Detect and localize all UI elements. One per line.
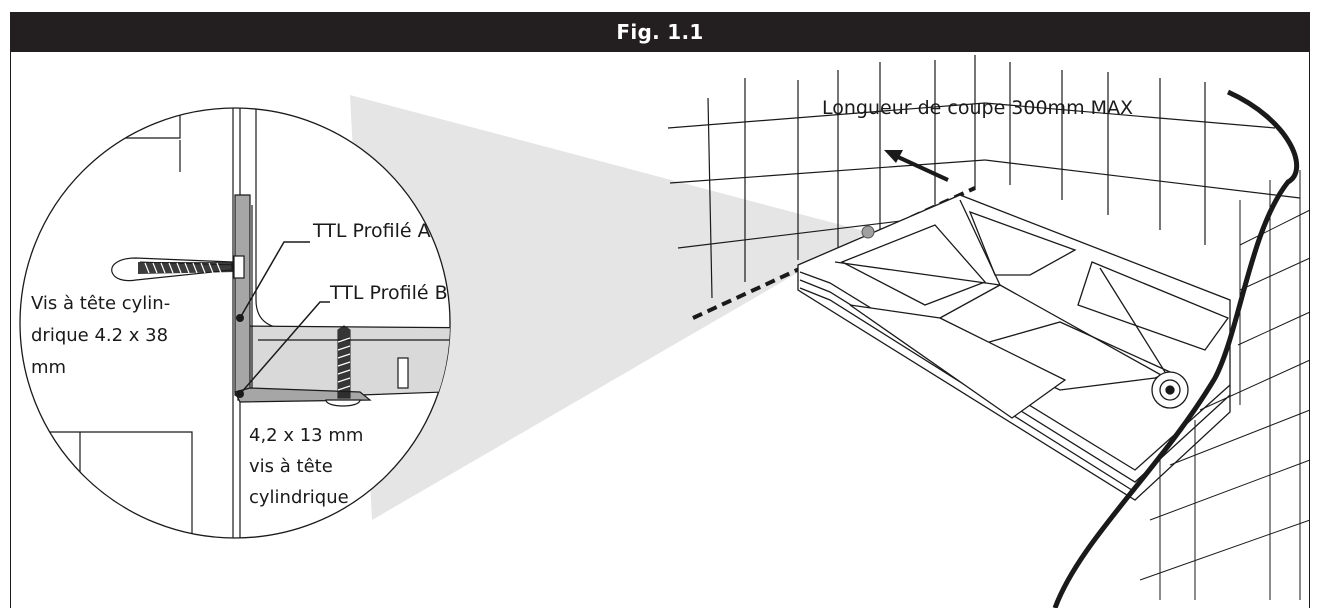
long-screw-label-line3: mm bbox=[31, 357, 67, 378]
short-screw-label-line1: 4,2 x 13 mm bbox=[249, 425, 364, 446]
cutaway-edge bbox=[1052, 89, 1300, 608]
shower-tray bbox=[797, 194, 1231, 501]
detail-drawing bbox=[20, 108, 450, 538]
profile-corner-marker bbox=[861, 225, 875, 239]
tile-wall bbox=[667, 55, 1301, 299]
figure-title: Fig. 1.1 bbox=[10, 12, 1310, 52]
callout-projection bbox=[350, 95, 868, 520]
profile-b-dot bbox=[236, 390, 244, 398]
short-screw-icon bbox=[325, 325, 361, 407]
figure-frame bbox=[10, 12, 1310, 608]
profile-leaders bbox=[239, 241, 330, 395]
long-screw-label-line2: drique 4.2 x 38 bbox=[31, 325, 169, 346]
cut-direction-arrow bbox=[884, 150, 949, 182]
profile-a-dot bbox=[236, 314, 244, 322]
profile-b-label: TTL Profilé B bbox=[330, 282, 448, 304]
short-screw-label-line3: cylindrique bbox=[249, 487, 349, 508]
long-screw-label-line1: Vis à tête cylin- bbox=[31, 293, 171, 314]
long-screw-icon bbox=[111, 255, 245, 282]
short-screw-label-line2: vis à tête bbox=[249, 456, 333, 477]
cut-length-label: Longueur de coupe 300mm MAX bbox=[822, 97, 1134, 119]
profile-a-label: TTL Profilé A bbox=[313, 220, 431, 242]
